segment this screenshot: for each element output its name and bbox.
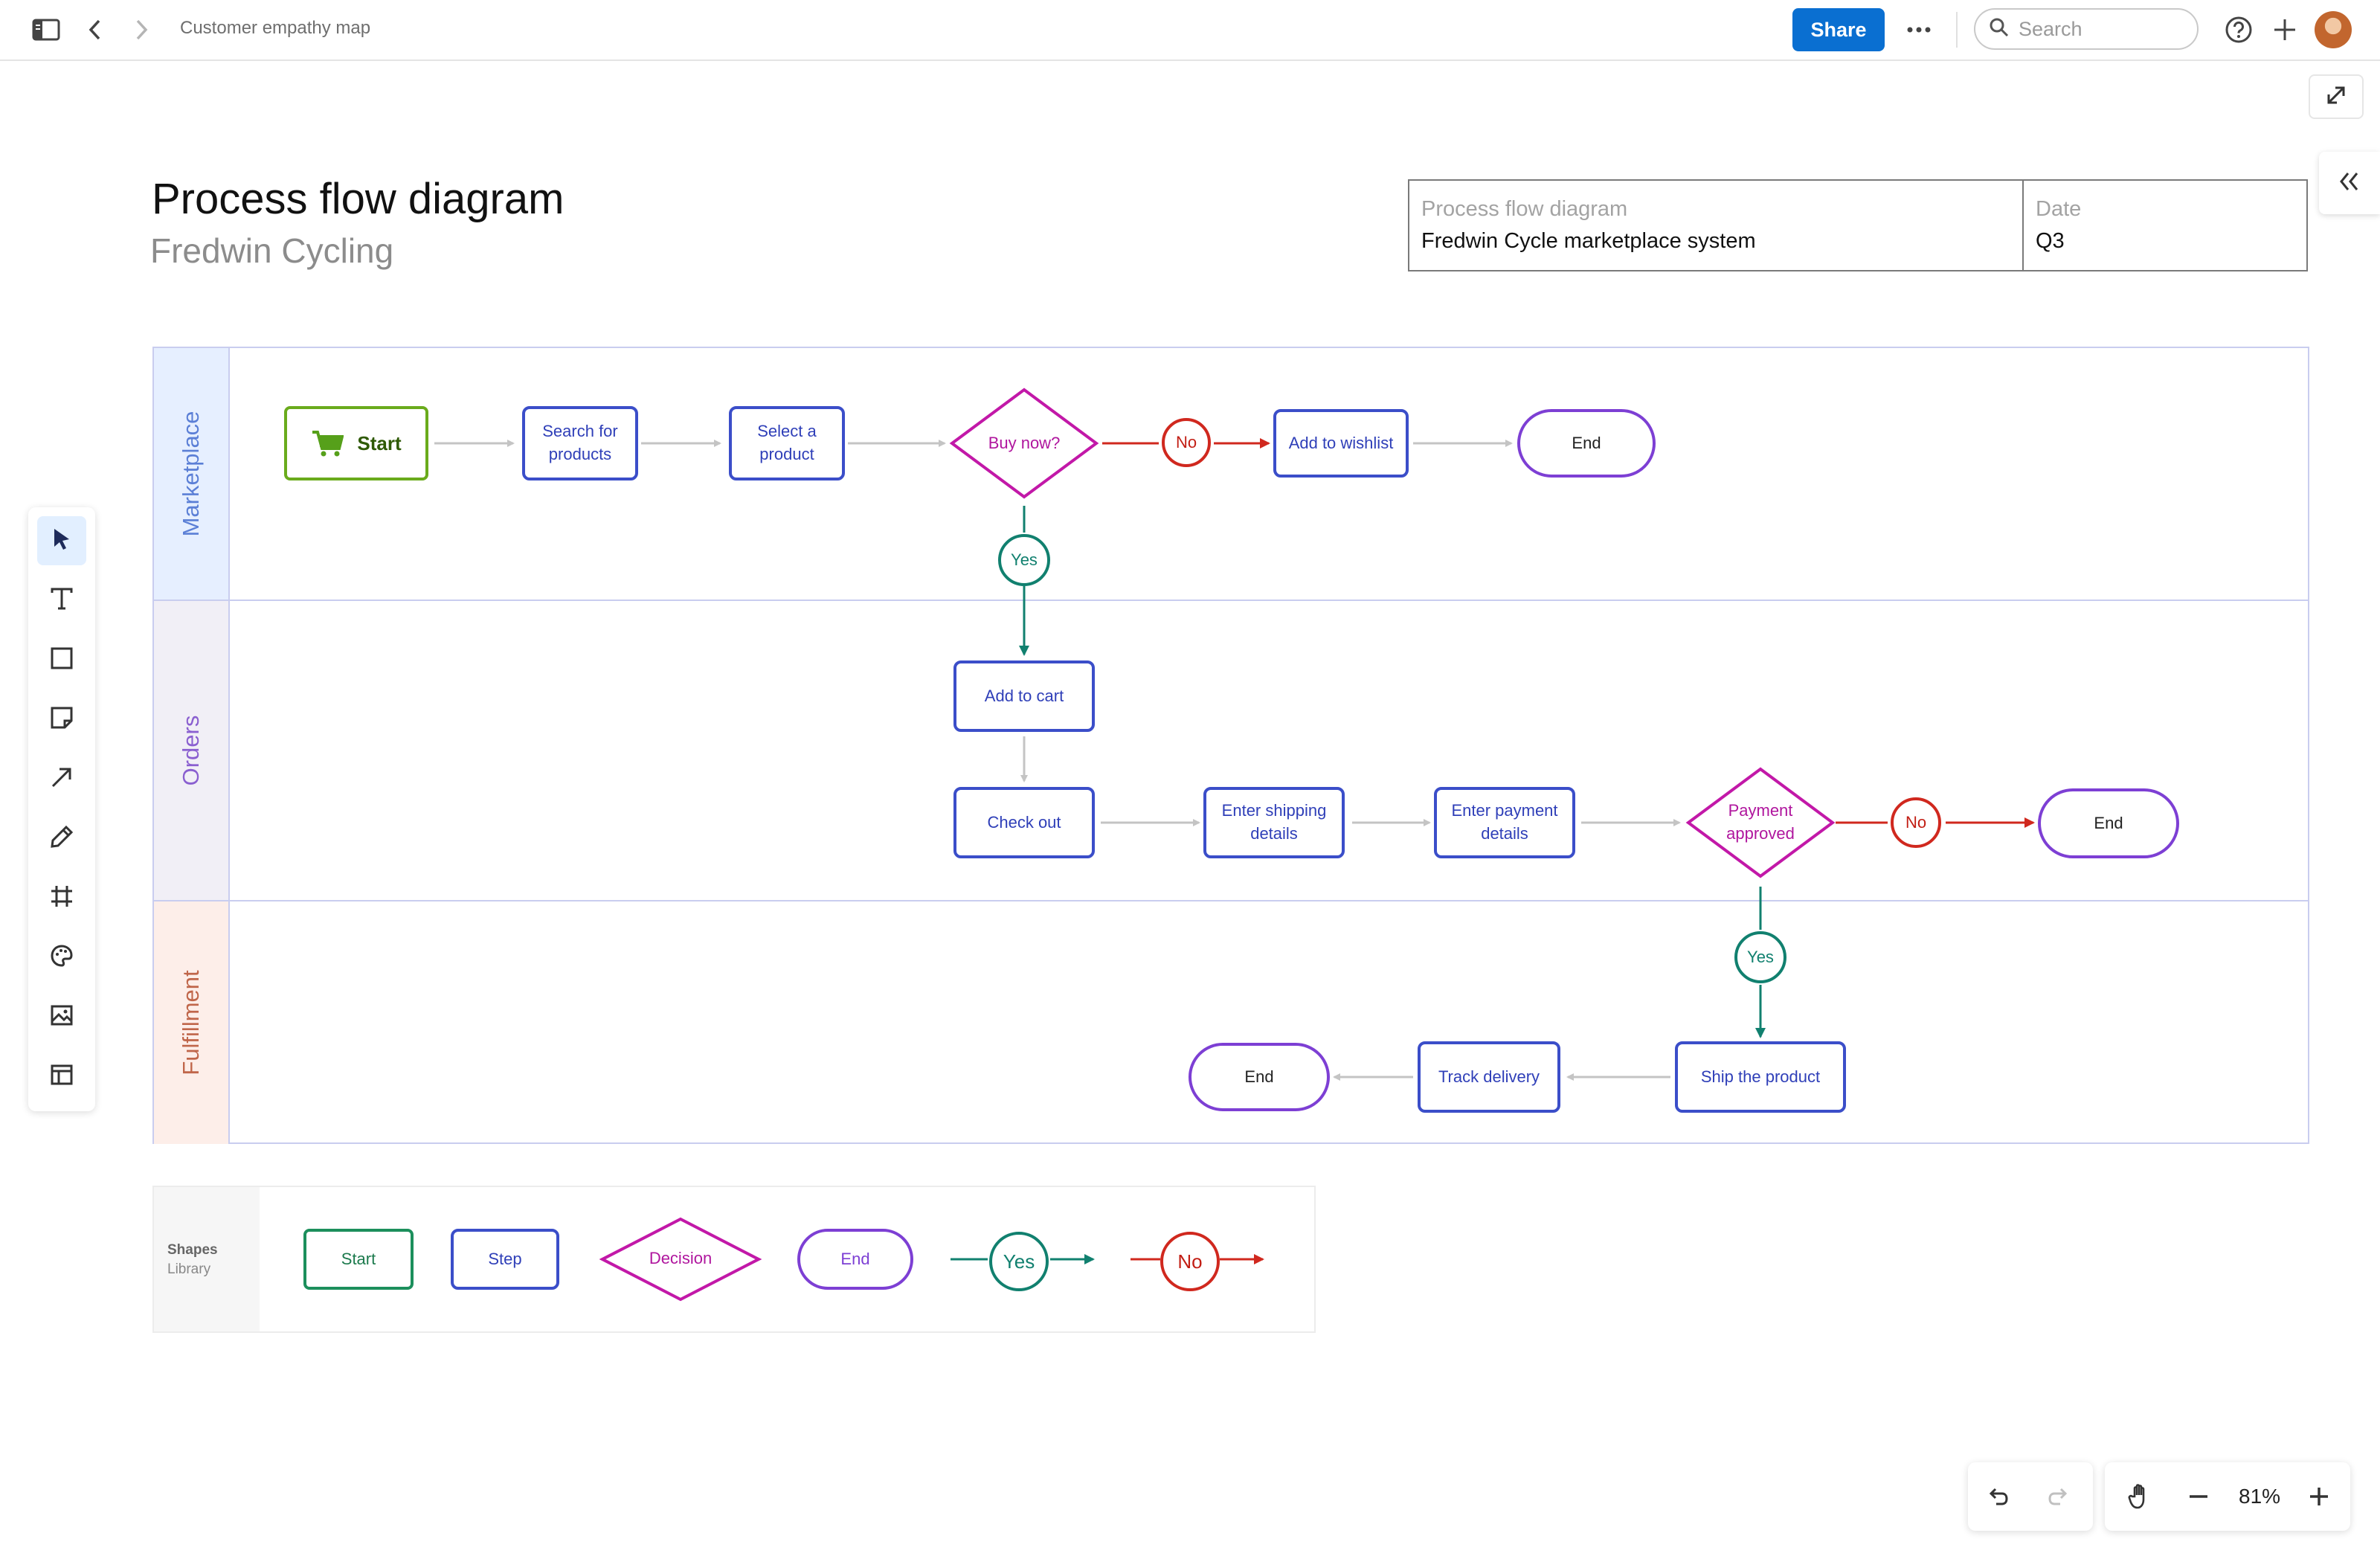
zoom-out-icon[interactable] (2179, 1477, 2218, 1516)
history-controls (1968, 1462, 2093, 1531)
step-search-products[interactable]: Search for products (522, 406, 638, 480)
double-chevron-left-icon (2338, 170, 2361, 197)
template-tool[interactable] (37, 1052, 86, 1101)
step-add-to-cart[interactable]: Add to cart (953, 660, 1095, 732)
sticky-note-icon (50, 706, 74, 733)
library-title: Shapes (167, 1242, 218, 1258)
info-table[interactable]: Process flow diagram Fredwin Cycle marke… (1408, 179, 2308, 271)
step-select-product[interactable]: Select a product (729, 406, 845, 480)
zoom-in-icon[interactable] (2300, 1477, 2338, 1516)
yes-badge[interactable]: Yes (998, 534, 1050, 586)
page-title[interactable]: Process flow diagram (152, 175, 565, 223)
palette-tool[interactable] (37, 933, 86, 982)
info-cell-process[interactable]: Process flow diagram Fredwin Cycle marke… (1409, 181, 2024, 270)
select-tool[interactable] (37, 516, 86, 565)
library-start-shape[interactable]: Start (303, 1229, 414, 1290)
step-ship-product[interactable]: Ship the product (1675, 1041, 1846, 1113)
help-icon[interactable] (2222, 13, 2255, 46)
lane-label-fulfillment[interactable]: Fulfillment (154, 901, 230, 1144)
library-decision-diamond[interactable] (599, 1217, 762, 1302)
decision-shape-buy-now (949, 388, 1099, 499)
user-avatar[interactable] (2315, 11, 2352, 48)
palette-icon (50, 944, 74, 971)
select-icon (51, 527, 73, 556)
zoom-level[interactable]: 81% (2239, 1485, 2281, 1508)
info-value: Fredwin Cycle marketplace system (1421, 229, 1756, 253)
fullscreen-button[interactable] (2309, 74, 2364, 119)
end-node[interactable]: End (1517, 409, 1656, 478)
search-input[interactable] (2017, 16, 2191, 42)
search-icon (1989, 17, 2010, 42)
template-icon (50, 1063, 74, 1090)
collapse-panel-button[interactable] (2319, 152, 2380, 214)
step-add-to-wishlist[interactable]: Add to wishlist (1273, 409, 1409, 478)
library-yes-shape[interactable]: Yes (989, 1232, 1049, 1291)
pen-icon (50, 825, 74, 852)
shopping-cart-icon (311, 429, 344, 457)
page-subtitle[interactable]: Fredwin Cycling (150, 231, 394, 270)
text-icon (50, 587, 74, 614)
library-subtitle: Library (167, 1261, 211, 1277)
add-icon[interactable] (2268, 13, 2301, 46)
expand-icon (2325, 84, 2347, 110)
info-label: Process flow diagram (1421, 197, 1628, 221)
start-label: Start (357, 431, 402, 454)
shapes-library: Shapes Library (152, 1186, 1316, 1333)
hand-pan-icon[interactable] (2121, 1477, 2160, 1516)
no-badge[interactable]: No (1891, 797, 1941, 848)
step-enter-payment[interactable]: Enter payment details (1434, 787, 1575, 858)
zoom-controls: 81% (2105, 1462, 2350, 1531)
lane-fulfillment: Fulfillment (154, 901, 2308, 1144)
rectangle-tool[interactable] (37, 635, 86, 684)
library-sidebar: Shapes Library (154, 1187, 260, 1331)
info-value: Q3 (2036, 229, 2065, 253)
library-step-shape[interactable]: Step (451, 1229, 559, 1290)
tools-toolbar (28, 507, 95, 1111)
end-node[interactable]: End (1189, 1043, 1330, 1111)
image-icon (50, 1003, 74, 1031)
lane-marketplace: Marketplace (154, 348, 2308, 601)
step-enter-shipping[interactable]: Enter shipping details (1203, 787, 1345, 858)
share-button[interactable]: Share (1792, 8, 1885, 51)
info-cell-date[interactable]: Date Q3 (2024, 181, 2306, 270)
yes-badge[interactable]: Yes (1734, 931, 1786, 983)
arrow-icon (50, 765, 74, 793)
forward-icon[interactable] (126, 15, 156, 45)
lane-label-marketplace[interactable]: Marketplace (154, 348, 230, 600)
search-box[interactable] (1974, 8, 2199, 50)
swimlane-diagram[interactable]: Marketplace Orders Fulfillment (152, 347, 2309, 1144)
library-no-shape[interactable]: No (1160, 1232, 1220, 1291)
redo-icon[interactable] (2039, 1477, 2078, 1516)
info-label: Date (2036, 197, 2082, 221)
undo-icon[interactable] (1978, 1477, 2017, 1516)
sticky-note-tool[interactable] (37, 695, 86, 744)
step-check-out[interactable]: Check out (953, 787, 1095, 858)
no-badge[interactable]: No (1162, 418, 1211, 467)
library-end-shape[interactable]: End (797, 1229, 913, 1290)
end-node[interactable]: End (2038, 788, 2179, 858)
decision-shape-payment (1685, 767, 1836, 878)
text-tool[interactable] (37, 576, 86, 625)
back-icon[interactable] (80, 15, 110, 45)
pen-tool[interactable] (37, 814, 86, 863)
lane-orders: Orders (154, 601, 2308, 901)
image-tool[interactable] (37, 992, 86, 1041)
step-track-delivery[interactable]: Track delivery (1418, 1041, 1560, 1113)
frame-icon (50, 884, 74, 912)
more-options-icon[interactable] (1901, 15, 1937, 45)
arrow-tool[interactable] (37, 754, 86, 803)
rectangle-icon (50, 646, 74, 674)
divider (1956, 12, 1958, 48)
document-title[interactable]: Customer empathy map (180, 18, 371, 38)
sidebar-toggle-icon[interactable] (30, 15, 62, 45)
frame-tool[interactable] (37, 873, 86, 922)
lane-label-orders[interactable]: Orders (154, 601, 230, 900)
top-bar: Customer empathy map Share (0, 0, 2380, 61)
start-node[interactable]: Start (284, 406, 428, 480)
